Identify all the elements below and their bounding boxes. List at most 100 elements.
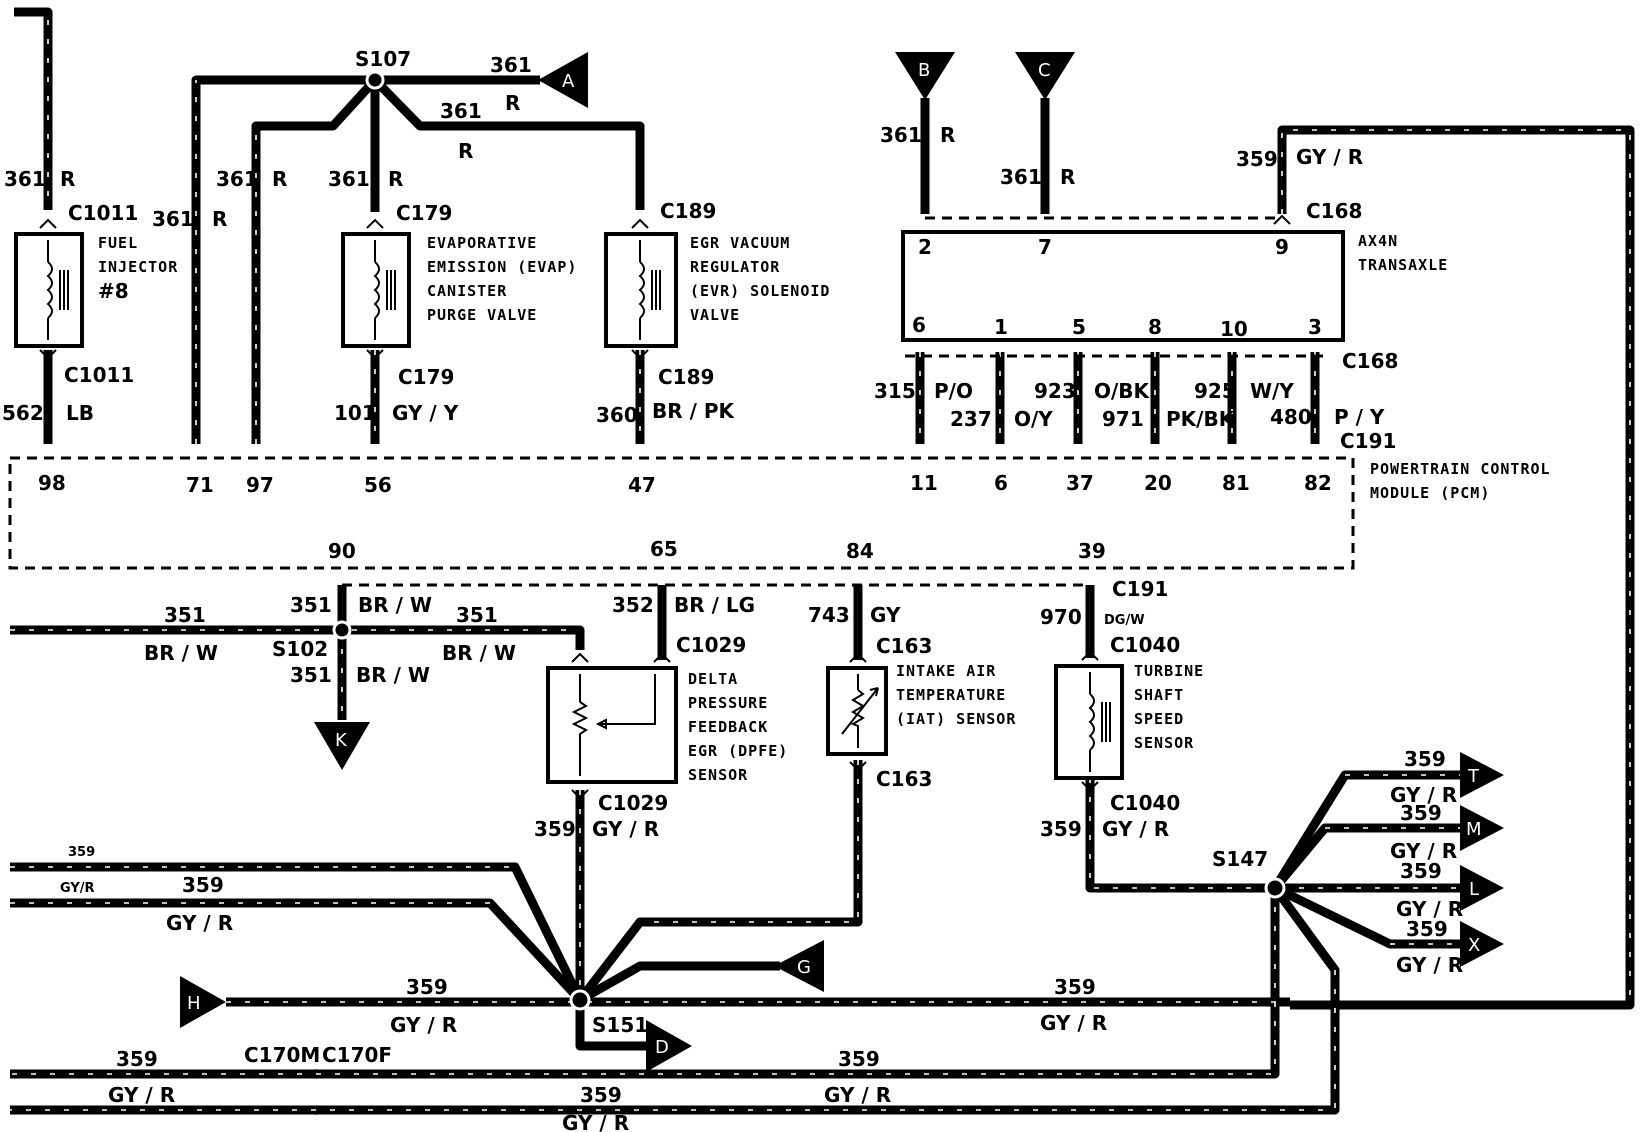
svg-text:PRESSURE: PRESSURE — [688, 694, 768, 712]
svg-text:MODULE (PCM): MODULE (PCM) — [1370, 484, 1490, 502]
svg-text:C189: C189 — [660, 199, 716, 223]
svg-text:359: 359 — [838, 1047, 880, 1071]
svg-text:6: 6 — [994, 471, 1008, 495]
svg-text:SENSOR: SENSOR — [1134, 734, 1194, 752]
svg-text:C179: C179 — [396, 201, 452, 225]
svg-text:351: 351 — [164, 603, 206, 627]
svg-text:361: 361 — [216, 167, 258, 191]
svg-text:L: L — [1469, 879, 1479, 900]
svg-text:A: A — [562, 71, 575, 92]
svg-text:PK/BK: PK/BK — [1166, 407, 1236, 431]
evap-valve-component — [341, 232, 411, 348]
svg-text:351: 351 — [290, 593, 332, 617]
svg-text:X: X — [1468, 935, 1480, 956]
svg-text:7: 7 — [1038, 235, 1052, 259]
svg-text:R: R — [940, 123, 955, 147]
arrow-d: D — [646, 1020, 692, 1072]
svg-text:84: 84 — [846, 539, 874, 563]
svg-text:GY / R: GY / R — [1390, 783, 1457, 807]
svg-text:BR / W: BR / W — [442, 641, 516, 665]
splice-s147-dot — [1264, 877, 1286, 899]
svg-text:237: 237 — [950, 407, 992, 431]
svg-text:65: 65 — [650, 537, 678, 561]
svg-text:POWERTRAIN CONTROL: POWERTRAIN CONTROL — [1370, 460, 1551, 478]
svg-text:GY / R: GY / R — [108, 1083, 175, 1107]
wire-stripes-bottom — [10, 629, 1460, 1111]
svg-text:GY / R: GY / R — [1390, 839, 1457, 863]
svg-text:480: 480 — [1270, 405, 1312, 429]
svg-text:SENSOR: SENSOR — [688, 766, 748, 784]
svg-text:VALVE: VALVE — [690, 306, 740, 324]
svg-text:GY / Y: GY / Y — [392, 401, 459, 425]
svg-text:T: T — [1467, 766, 1480, 787]
s102-label: S102 — [272, 637, 328, 661]
svg-text:923: 923 — [1034, 379, 1076, 403]
arrow-m: M — [1460, 805, 1504, 851]
dpfe-component — [546, 666, 678, 784]
arrow-g: G — [774, 940, 824, 992]
component-labels: FUEL INJECTOR #8 EVAPORATIVE EMISSION (E… — [98, 232, 1551, 784]
svg-text:BR / PK: BR / PK — [652, 399, 736, 423]
svg-text:GY: GY — [870, 603, 901, 627]
svg-text:R: R — [458, 139, 473, 163]
svg-text:925: 925 — [1194, 379, 1236, 403]
svg-text:R: R — [212, 207, 227, 231]
svg-text:361: 361 — [440, 99, 482, 123]
svg-text:CANISTER: CANISTER — [427, 282, 507, 300]
svg-text:M: M — [1466, 819, 1482, 840]
svg-text:EGR (DPFE): EGR (DPFE) — [688, 742, 788, 760]
svg-text:EMISSION (EVAP): EMISSION (EVAP) — [427, 258, 577, 276]
svg-text:GY / R: GY / R — [390, 1013, 457, 1037]
splice-labels: S107 S102 S151 S147 — [272, 47, 1268, 1037]
svg-text:C163: C163 — [876, 767, 932, 791]
svg-text:BR / W: BR / W — [356, 663, 430, 687]
svg-text:AX4N: AX4N — [1358, 232, 1398, 250]
svg-text:TRANSAXLE: TRANSAXLE — [1358, 256, 1448, 274]
svg-text:90: 90 — [328, 539, 356, 563]
svg-text:GY / R: GY / R — [1396, 953, 1463, 977]
svg-text:359: 359 — [1054, 975, 1096, 999]
svg-text:11: 11 — [910, 471, 938, 495]
svg-text:359: 359 — [580, 1083, 622, 1107]
svg-text:O/Y: O/Y — [1014, 407, 1053, 431]
svg-text:DELTA: DELTA — [688, 670, 738, 688]
svg-text:361: 361 — [328, 167, 370, 191]
svg-text:INTAKE AIR: INTAKE AIR — [896, 662, 996, 680]
svg-text:352: 352 — [612, 593, 654, 617]
svg-text:BR / LG: BR / LG — [674, 593, 755, 617]
splice-s151-dot — [569, 989, 591, 1011]
svg-text:361: 361 — [152, 207, 194, 231]
svg-text:BR / W: BR / W — [358, 593, 432, 617]
svg-text:970: 970 — [1040, 605, 1082, 629]
svg-text:C1029: C1029 — [676, 633, 746, 657]
arrow-l: L — [1460, 865, 1504, 911]
svg-text:97: 97 — [246, 473, 274, 497]
arrow-c: C — [1015, 52, 1075, 100]
svg-text:C1040: C1040 — [1110, 633, 1180, 657]
svg-text:562: 562 — [2, 401, 44, 425]
svg-text:R: R — [505, 91, 520, 115]
svg-text:359: 359 — [1404, 747, 1446, 771]
svg-text:R: R — [388, 167, 403, 191]
svg-text:C170F: C170F — [322, 1043, 392, 1067]
turbine-speed-sensor-component — [1054, 664, 1124, 780]
svg-text:R: R — [272, 167, 287, 191]
pcm-pin-numbers: 98 71 97 56 47 11 6 37 20 81 82 90 65 84… — [38, 471, 1332, 563]
svg-text:W/Y: W/Y — [1250, 379, 1294, 403]
transaxle-pin-numbers: 2 7 9 6 1 5 8 10 3 — [912, 235, 1322, 341]
svg-text:BR / W: BR / W — [144, 641, 218, 665]
svg-text:P / Y: P / Y — [1334, 405, 1385, 429]
arrow-b: B — [895, 52, 955, 100]
svg-text:3: 3 — [1308, 315, 1322, 339]
svg-text:359: 359 — [116, 1047, 158, 1071]
svg-text:EVAPORATIVE: EVAPORATIVE — [427, 234, 537, 252]
svg-text:K: K — [335, 730, 348, 751]
svg-text:351: 351 — [456, 603, 498, 627]
arrow-t: T — [1460, 752, 1504, 798]
svg-text:39: 39 — [1078, 539, 1106, 563]
svg-text:C: C — [1038, 60, 1051, 81]
svg-text:359: 359 — [182, 873, 224, 897]
svg-text:(EVR) SOLENOID: (EVR) SOLENOID — [690, 282, 830, 300]
fuel-injector-component — [14, 232, 84, 348]
